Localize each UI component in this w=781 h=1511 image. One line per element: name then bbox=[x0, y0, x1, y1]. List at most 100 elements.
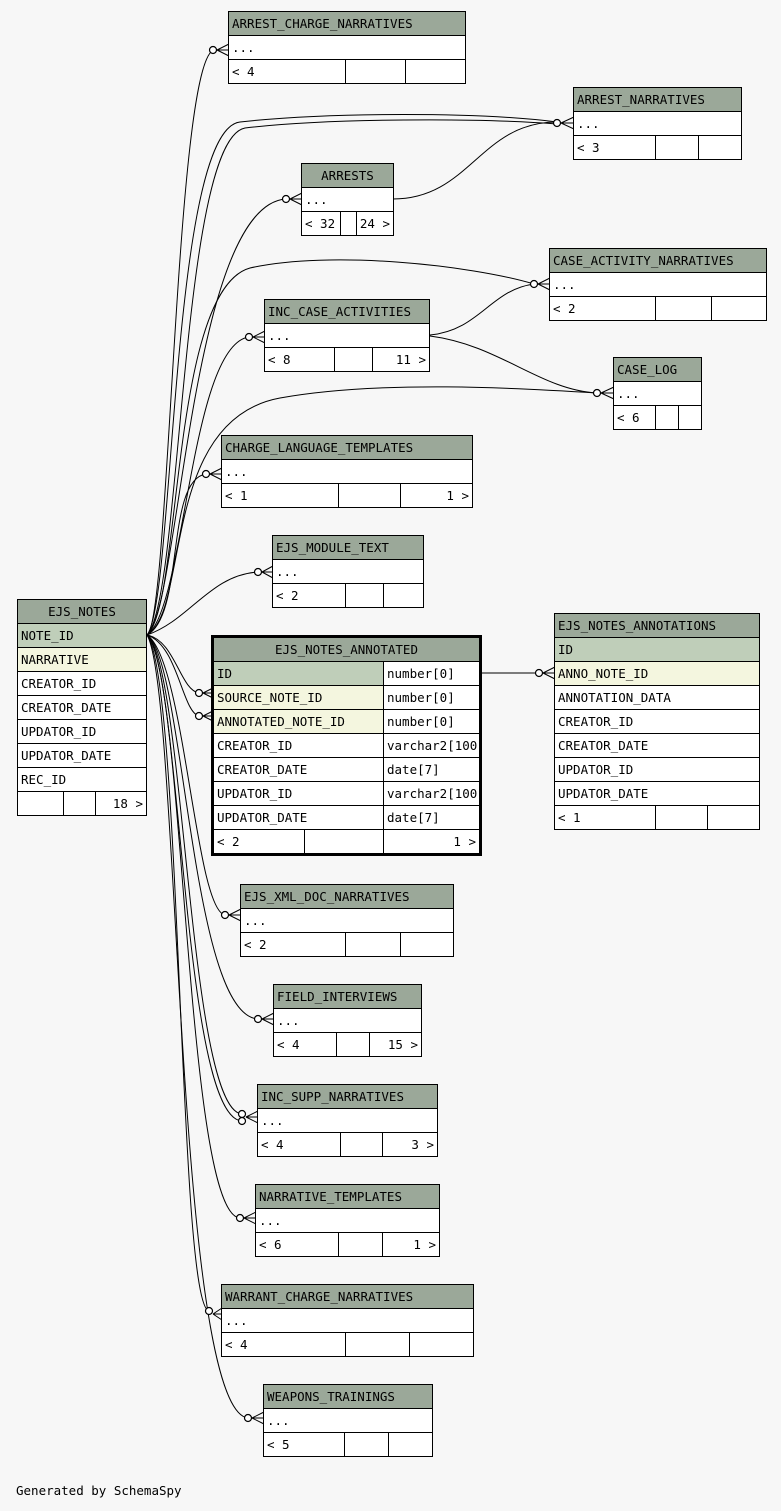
table-field-interviews[interactable]: FIELD_INTERVIEWS ... < 4 15 > bbox=[273, 984, 422, 1057]
table-name[interactable]: FIELD_INTERVIEWS bbox=[274, 985, 421, 1009]
column-creator-date[interactable]: CREATOR_DATE bbox=[555, 734, 759, 758]
column-annotated-note-id[interactable]: ANNOTATED_NOTE_ID number[0] bbox=[214, 710, 479, 734]
parents-count[interactable] bbox=[18, 792, 63, 815]
table-case-log[interactable]: CASE_LOG ... < 6 bbox=[613, 357, 702, 430]
table-name[interactable]: EJS_NOTES_ANNOTATED bbox=[214, 638, 479, 662]
table-ejs-notes-annotations[interactable]: EJS_NOTES_ANNOTATIONS ID ANNO_NOTE_ID AN… bbox=[554, 613, 760, 830]
column-source-note-id[interactable]: SOURCE_NOTE_ID number[0] bbox=[214, 686, 479, 710]
column-updator-id[interactable]: UPDATOR_ID bbox=[555, 758, 759, 782]
parents-count[interactable]: < 2 bbox=[244, 937, 267, 952]
children-count[interactable]: 3 > bbox=[382, 1133, 437, 1156]
column-updator-date[interactable]: UPDATOR_DATE bbox=[18, 744, 146, 768]
collapsed-columns: ... bbox=[273, 560, 423, 584]
parents-count[interactable]: < 3 bbox=[577, 140, 600, 155]
column-updator-date[interactable]: UPDATOR_DATE date[7] bbox=[214, 806, 479, 830]
column-narrative[interactable]: NARRATIVE bbox=[18, 648, 146, 672]
table-arrests[interactable]: ARRESTS ... < 32 24 > bbox=[301, 163, 394, 236]
column-creator-date[interactable]: CREATOR_DATE bbox=[18, 696, 146, 720]
children-count[interactable] bbox=[707, 806, 759, 829]
children-count[interactable] bbox=[383, 584, 423, 607]
edge-annotated-source bbox=[146, 634, 200, 694]
parents-count[interactable]: < 6 bbox=[259, 1237, 282, 1252]
parents-count[interactable]: < 4 bbox=[232, 64, 255, 79]
table-charge-language-templates[interactable]: CHARGE_LANGUAGE_TEMPLATES ... < 1 1 > bbox=[221, 435, 473, 508]
parents-count[interactable]: < 4 bbox=[225, 1337, 248, 1352]
table-inc-supp-narratives[interactable]: INC_SUPP_NARRATIVES ... < 4 3 > bbox=[257, 1084, 438, 1157]
column-creator-date[interactable]: CREATOR_DATE date[7] bbox=[214, 758, 479, 782]
children-count[interactable] bbox=[405, 60, 465, 83]
parents-count[interactable]: < 1 bbox=[558, 810, 581, 825]
table-name[interactable]: ARREST_CHARGE_NARRATIVES bbox=[229, 12, 465, 36]
table-name[interactable]: CASE_LOG bbox=[614, 358, 701, 382]
table-arrest-charge-narratives[interactable]: ARREST_CHARGE_NARRATIVES ... < 4 bbox=[228, 11, 466, 84]
table-arrest-narratives[interactable]: ARREST_NARRATIVES ... < 3 bbox=[573, 87, 742, 160]
column-name: ID bbox=[217, 666, 233, 681]
column-id[interactable]: ID bbox=[555, 638, 759, 662]
parents-count[interactable]: < 32 bbox=[305, 216, 336, 231]
parents-count[interactable]: < 2 bbox=[217, 834, 240, 849]
table-name[interactable]: CHARGE_LANGUAGE_TEMPLATES bbox=[222, 436, 472, 460]
column-note-id[interactable]: NOTE_ID bbox=[18, 624, 146, 648]
children-count[interactable]: 24 > bbox=[356, 212, 393, 235]
table-narrative-templates[interactable]: NARRATIVE_TEMPLATES ... < 6 1 > bbox=[255, 1184, 440, 1257]
collapsed-columns: ... bbox=[264, 1409, 432, 1433]
edge-arrests bbox=[146, 198, 287, 636]
table-name[interactable]: EJS_XML_DOC_NARRATIVES bbox=[241, 885, 453, 909]
table-name[interactable]: INC_CASE_ACTIVITIES bbox=[265, 300, 429, 324]
table-footer: < 6 bbox=[614, 406, 701, 429]
table-name[interactable]: NARRATIVE_TEMPLATES bbox=[256, 1185, 439, 1209]
children-count[interactable]: 1 > bbox=[383, 830, 479, 853]
children-count[interactable] bbox=[711, 297, 766, 320]
table-footer: < 4 bbox=[229, 60, 465, 83]
children-count[interactable] bbox=[678, 406, 701, 429]
column-creator-id[interactable]: CREATOR_ID bbox=[555, 710, 759, 734]
parents-count[interactable]: < 5 bbox=[267, 1437, 290, 1452]
table-name[interactable]: WEAPONS_TRAININGS bbox=[264, 1385, 432, 1409]
column-creator-id[interactable]: CREATOR_ID bbox=[18, 672, 146, 696]
children-count[interactable]: 11 > bbox=[372, 348, 429, 371]
children-count[interactable] bbox=[400, 933, 453, 956]
table-name[interactable]: EJS_NOTES bbox=[18, 600, 146, 624]
column-rec-id[interactable]: REC_ID bbox=[18, 768, 146, 792]
table-ejs-notes[interactable]: EJS_NOTES NOTE_ID NARRATIVE CREATOR_ID C… bbox=[17, 599, 147, 816]
column-updator-id[interactable]: UPDATOR_ID bbox=[18, 720, 146, 744]
children-count[interactable]: 1 > bbox=[382, 1233, 439, 1256]
column-anno-note-id[interactable]: ANNO_NOTE_ID bbox=[555, 662, 759, 686]
children-count[interactable] bbox=[388, 1433, 432, 1456]
parents-count[interactable]: < 2 bbox=[553, 301, 576, 316]
table-name[interactable]: EJS_MODULE_TEXT bbox=[273, 536, 423, 560]
table-name[interactable]: CASE_ACTIVITY_NARRATIVES bbox=[550, 249, 766, 273]
children-count[interactable]: 1 > bbox=[400, 484, 472, 507]
column-annotation-data[interactable]: ANNOTATION_DATA bbox=[555, 686, 759, 710]
parents-count[interactable]: < 1 bbox=[225, 488, 248, 503]
table-ejs-notes-annotated[interactable]: EJS_NOTES_ANNOTATED ID number[0] SOURCE_… bbox=[211, 635, 482, 856]
table-ejs-module-text[interactable]: EJS_MODULE_TEXT ... < 2 bbox=[272, 535, 424, 608]
parents-count[interactable]: < 4 bbox=[261, 1137, 284, 1152]
children-count[interactable] bbox=[409, 1333, 473, 1356]
column-id[interactable]: ID number[0] bbox=[214, 662, 479, 686]
table-name[interactable]: EJS_NOTES_ANNOTATIONS bbox=[555, 614, 759, 638]
table-case-activity-narratives[interactable]: CASE_ACTIVITY_NARRATIVES ... < 2 bbox=[549, 248, 767, 321]
parents-count[interactable]: < 8 bbox=[268, 352, 291, 367]
parents-count[interactable]: < 6 bbox=[617, 410, 640, 425]
table-warrant-charge-narratives[interactable]: WARRANT_CHARGE_NARRATIVES ... < 4 bbox=[221, 1284, 474, 1357]
column-name: SOURCE_NOTE_ID bbox=[217, 690, 323, 705]
table-weapons-trainings[interactable]: WEAPONS_TRAININGS ... < 5 bbox=[263, 1384, 433, 1457]
children-count[interactable]: 15 > bbox=[369, 1033, 421, 1056]
parents-count[interactable]: < 2 bbox=[276, 588, 299, 603]
generated-by-note: Generated by SchemaSpy bbox=[16, 1483, 182, 1498]
column-name: UPDATOR_ID bbox=[217, 786, 293, 801]
table-name[interactable]: WARRANT_CHARGE_NARRATIVES bbox=[222, 1285, 473, 1309]
column-updator-date[interactable]: UPDATOR_DATE bbox=[555, 782, 759, 806]
table-name[interactable]: ARREST_NARRATIVES bbox=[574, 88, 741, 112]
table-inc-case-activities[interactable]: INC_CASE_ACTIVITIES ... < 8 11 > bbox=[264, 299, 430, 372]
row-count bbox=[338, 1233, 382, 1256]
column-creator-id[interactable]: CREATOR_ID varchar2[100] bbox=[214, 734, 479, 758]
table-ejs-xml-doc-narratives[interactable]: EJS_XML_DOC_NARRATIVES ... < 2 bbox=[240, 884, 454, 957]
parents-count[interactable]: < 4 bbox=[277, 1037, 300, 1052]
children-count[interactable] bbox=[698, 136, 741, 159]
children-count[interactable]: 18 > bbox=[95, 792, 146, 815]
table-name[interactable]: INC_SUPP_NARRATIVES bbox=[258, 1085, 437, 1109]
table-name[interactable]: ARRESTS bbox=[302, 164, 393, 188]
column-updator-id[interactable]: UPDATOR_ID varchar2[100] bbox=[214, 782, 479, 806]
